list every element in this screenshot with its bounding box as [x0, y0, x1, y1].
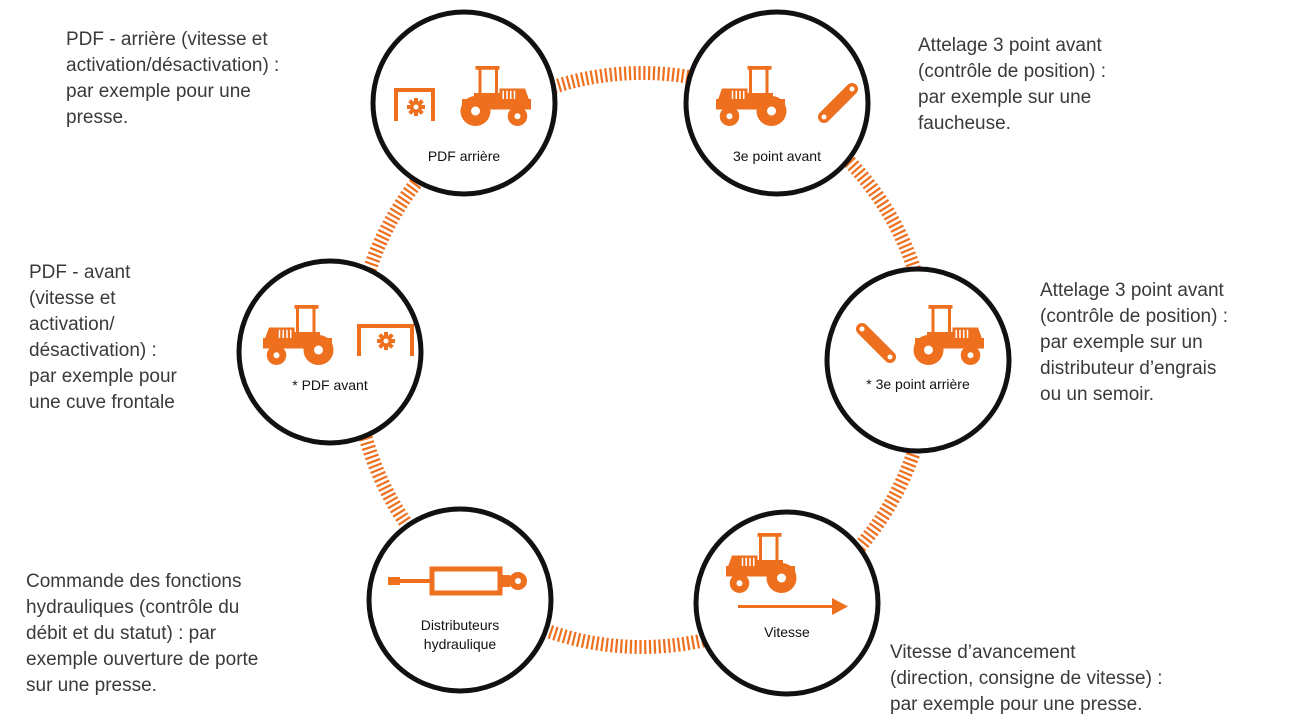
desc-line: ou un semoir. — [1040, 384, 1155, 405]
desc-line: une cuve frontale — [29, 392, 175, 413]
desc-line: hydrauliques (contrôle du — [26, 597, 240, 618]
desc-line: Attelage 3 point avant — [918, 35, 1102, 56]
desc-line: (vitesse et — [29, 288, 116, 309]
desc-line: débit et du statut) : par — [26, 623, 217, 644]
desc-line: sur une presse. — [26, 675, 157, 696]
desc-line: par exemple sur une — [918, 87, 1092, 108]
desc-line: presse. — [66, 107, 129, 128]
desc-line: Commande des fonctions — [26, 571, 242, 592]
desc-attelage-avant: Attelage 3 point avant (contrôle de posi… — [918, 33, 1106, 137]
node-pdf-arriere: PDF arrière — [370, 9, 558, 197]
desc-line: par exemple pour — [29, 366, 177, 387]
desc-line: Attelage 3 point avant — [1040, 280, 1224, 301]
node-pdf-avant: * PDF avant — [236, 258, 424, 446]
desc-line: PDF - avant — [29, 262, 131, 283]
desc-attelage-arriere: Attelage 3 point avant (contrôle de posi… — [1040, 278, 1228, 408]
desc-line: (direction, consigne de vitesse) : — [890, 668, 1163, 689]
desc-line: désactivation) : — [29, 340, 157, 361]
desc-line: par exemple sur un — [1040, 332, 1203, 353]
desc-line: activation/désactivation) : — [66, 55, 280, 76]
desc-line: par exemple pour une — [66, 81, 251, 102]
node-label: 3e point avant — [733, 148, 821, 164]
arrow-right-icon — [738, 598, 848, 615]
node-label: * 3e point arrière — [866, 376, 970, 392]
hydraulic-cylinder-icon — [388, 566, 527, 596]
node-distributeurs: Distributeurs hydraulique — [366, 506, 554, 694]
node-label: PDF arrière — [428, 148, 501, 164]
desc-line: (contrôle de position) : — [1040, 306, 1228, 327]
node-3e-point-arriere: * 3e point arrière — [824, 266, 1012, 454]
box-gear-icon — [357, 324, 414, 356]
box-gear-icon — [394, 88, 435, 121]
node-3e-point-avant: 3e point avant — [683, 9, 871, 197]
desc-pdf-avant: PDF - avant (vitesse et activation/ désa… — [29, 260, 177, 416]
node-label: * PDF avant — [292, 377, 368, 393]
desc-line: exemple ouverture de porte — [26, 649, 259, 670]
desc-line: faucheuse. — [918, 113, 1011, 134]
desc-line: par exemple pour une presse. — [890, 694, 1143, 715]
desc-line: (contrôle de position) : — [918, 61, 1106, 82]
node-label: Vitesse — [764, 624, 810, 640]
node-label: Distributeurs — [421, 617, 500, 633]
desc-pdf-arriere: PDF - arrière (vitesse et activation/dés… — [66, 27, 279, 131]
desc-line: PDF - arrière (vitesse et — [66, 29, 268, 50]
desc-line: distributeur d’engrais — [1040, 358, 1217, 379]
node-label: hydraulique — [424, 636, 497, 652]
desc-line: Vitesse d’avancement — [890, 642, 1076, 663]
node-vitesse: Vitesse — [693, 509, 881, 697]
desc-vitesse-avancement: Vitesse d’avancement (direction, consign… — [890, 640, 1162, 718]
desc-line: activation/ — [29, 314, 115, 335]
desc-commande-hydraulique: Commande des fonctions hydrauliques (con… — [26, 569, 258, 699]
